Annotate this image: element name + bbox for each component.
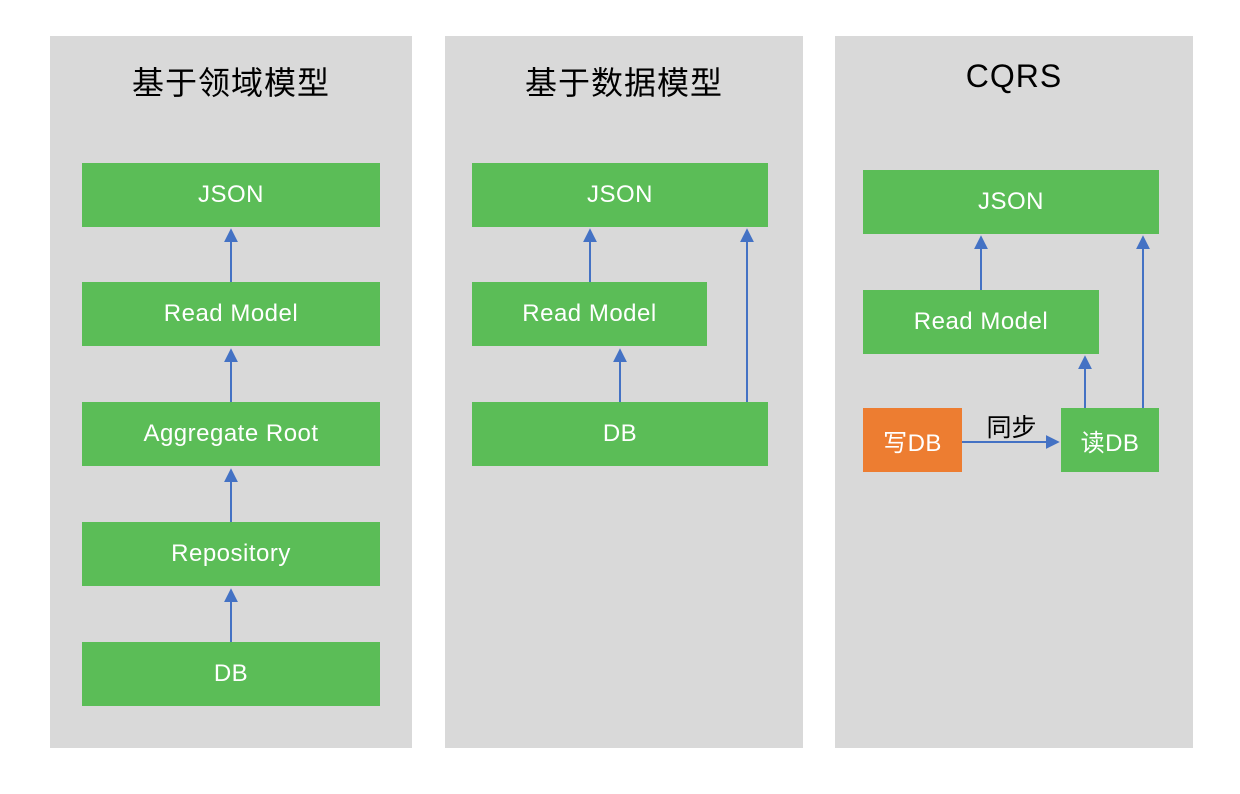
- box-label: Repository: [171, 540, 291, 567]
- box-aggregate-root: Aggregate Root: [82, 402, 380, 466]
- panel-title: 基于领域模型: [131, 65, 330, 101]
- panel-domain-model: 基于领域模型 JSON Read Model Aggregate Root Re…: [50, 36, 412, 748]
- box-read-model: Read Model: [863, 290, 1099, 354]
- panel-title: CQRS: [965, 58, 1063, 94]
- box-label: Read Model: [163, 300, 299, 327]
- panel-data-model: 基于数据模型 JSON Read Model DB: [445, 36, 803, 748]
- panel-cqrs: CQRS JSON Read Model 写DB 读DB 同步: [835, 36, 1193, 748]
- sync-arrow-label: 同步: [986, 414, 1037, 442]
- flow-arrows: [583, 228, 754, 402]
- box-label: Read Model: [522, 300, 657, 327]
- box-db: DB: [82, 642, 380, 706]
- flow-arrows: [962, 235, 1150, 449]
- box-json: JSON: [472, 163, 768, 227]
- box-db: DB: [472, 402, 768, 466]
- box-label: DB: [602, 420, 638, 447]
- box-json: JSON: [82, 163, 380, 227]
- box-read-model: Read Model: [472, 282, 707, 346]
- box-label: 读DB: [1080, 429, 1140, 457]
- box-label: Read Model: [913, 308, 1049, 335]
- box-json: JSON: [863, 170, 1159, 234]
- box-label: 写DB: [883, 429, 942, 457]
- box-write-db: 写DB: [863, 408, 962, 472]
- box-label: JSON: [977, 188, 1044, 215]
- box-label: JSON: [586, 181, 653, 208]
- box-label: Aggregate Root: [143, 420, 319, 447]
- box-label: JSON: [197, 181, 264, 208]
- box-repository: Repository: [82, 522, 380, 586]
- box-read-db: 读DB: [1061, 408, 1159, 472]
- box-read-model: Read Model: [82, 282, 380, 346]
- box-label: DB: [213, 660, 249, 687]
- panel-title: 基于数据模型: [524, 65, 723, 101]
